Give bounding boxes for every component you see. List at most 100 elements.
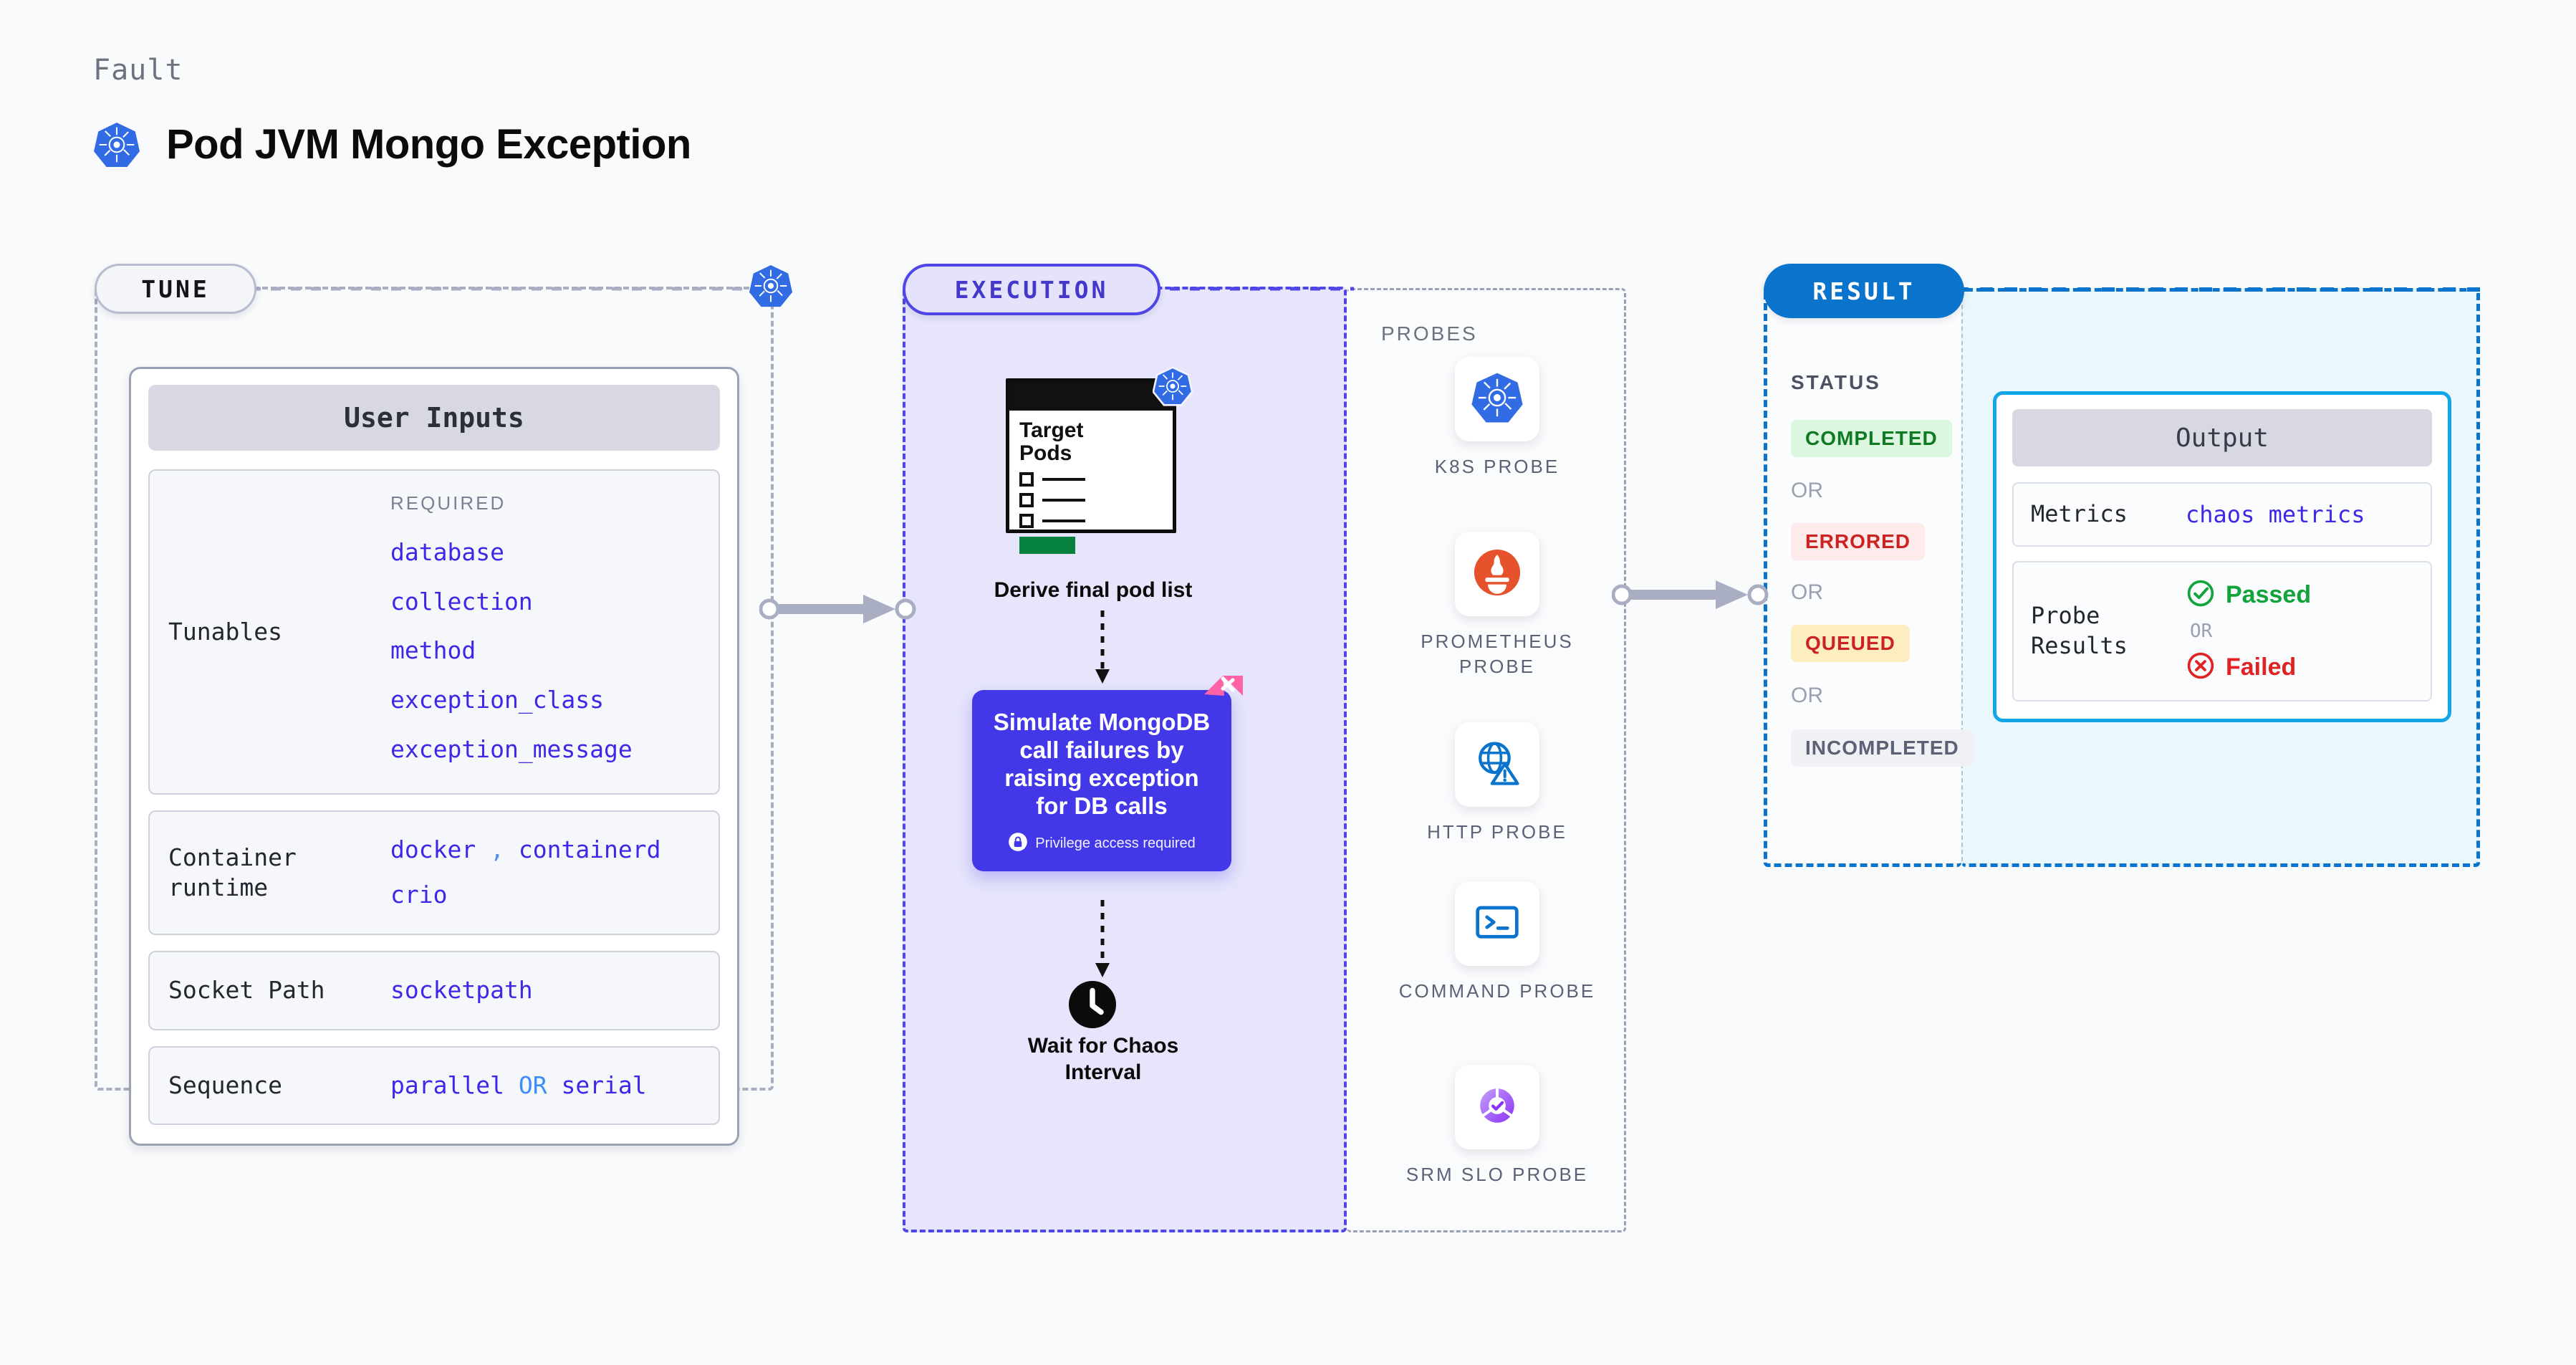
derive-final-pod-list-caption: Derive final pod list (994, 578, 1193, 602)
sequence-separator: OR (518, 1071, 547, 1099)
metrics-value: chaos metrics (2186, 500, 2365, 528)
probe-prometheus[interactable]: PROMETHEUS PROBE (1390, 532, 1605, 679)
result-region (1764, 288, 1961, 867)
connector-tune-to-execution (759, 595, 916, 623)
stage-pill-execution[interactable]: EXECUTION (903, 264, 1160, 315)
probe-tile (1455, 357, 1539, 441)
result-leader-line (1956, 287, 2483, 292)
list-line (1042, 519, 1085, 522)
probe-tile (1455, 1065, 1539, 1149)
status-badge-errored: ERRORED (1791, 523, 1926, 560)
status-or-2: OR (1791, 580, 1823, 604)
stage-pill-result[interactable]: RESULT (1764, 264, 1964, 318)
socket-path-label: Socket Path (168, 976, 325, 1005)
probe-k8s[interactable]: K8S PROBE (1390, 357, 1605, 479)
required-kicker: REQUIRED (390, 492, 506, 514)
checkbox-icon (1019, 492, 1034, 507)
slo-donut-check-icon (1470, 1078, 1524, 1136)
container-runtime-values: docker , containerd crio (390, 828, 661, 917)
status-or-3: OR (1791, 684, 1823, 707)
sequence-row: Sequence parallel OR serial (148, 1045, 720, 1126)
x-circle-icon (2186, 651, 2216, 684)
probe-tile (1455, 722, 1539, 807)
status-or-1: OR (1791, 479, 1823, 502)
status-badge-queued: QUEUED (1791, 625, 1910, 662)
action-node-text: Simulate MongoDB call failures by raisin… (993, 709, 1211, 819)
globe-warning-icon (1470, 736, 1524, 794)
tunable-exception-message: exception_message (390, 734, 633, 763)
stage-pill-tune[interactable]: TUNE (95, 264, 256, 314)
passed-label: Passed (2226, 580, 2312, 608)
failed-label: Failed (2226, 653, 2297, 681)
privilege-text: Privilege access required (1035, 835, 1196, 851)
action-node-simulate-mongodb-failure[interactable]: Simulate MongoDB call failures by raisin… (972, 676, 1243, 871)
probe-label: K8S PROBE (1434, 456, 1560, 477)
status-badge-completed: COMPLETED (1791, 420, 1952, 457)
target-pods-title-line1: Target (1019, 418, 1084, 442)
tunable-collection: collection (390, 587, 533, 616)
arrow-action-to-wait (1095, 900, 1110, 977)
tunable-database: database (390, 538, 504, 566)
target-list-item (1019, 513, 1163, 528)
probe-srm-slo[interactable]: SRM SLO PROBE (1390, 1065, 1605, 1187)
probe-label: SRM SLO PROBE (1405, 1164, 1589, 1185)
sequence-serial: serial (561, 1071, 647, 1099)
runtime-containerd: containerd (518, 835, 661, 864)
execution-leader-line (1150, 287, 1354, 291)
harness-ribbon-icon (1201, 674, 1244, 721)
sequence-label: Sequence (168, 1071, 282, 1099)
terminal-icon (1470, 895, 1524, 953)
probe-result-failed: Failed (2186, 651, 2311, 684)
sequence-parallel: parallel (390, 1071, 504, 1099)
kubernetes-icon (1470, 370, 1524, 428)
list-line (1042, 498, 1085, 502)
connector-execution-to-result (1612, 580, 1769, 609)
wait-caption-line2: Interval (1064, 1060, 1142, 1084)
probe-results-row: Probe Results Passed OR (2012, 560, 2432, 701)
target-pods-title-line2: Pods (1019, 441, 1072, 466)
target-card-topbar (1009, 382, 1173, 411)
socket-path-row: Socket Path socketpath (148, 950, 720, 1030)
probe-command[interactable]: COMMAND PROBE (1390, 881, 1605, 1004)
user-inputs-card: User Inputs Tunables REQUIRED database c… (129, 367, 739, 1146)
arrow-derive-to-action (1095, 610, 1110, 684)
runtime-docker: docker (390, 835, 476, 864)
target-list-item (1019, 492, 1163, 507)
status-badge-incompleted: INCOMPLETED (1791, 729, 1974, 767)
kubernetes-icon (93, 121, 140, 168)
privilege-row: Privilege access required (989, 832, 1214, 856)
tunables-values: REQUIRED database collection method exce… (390, 492, 633, 772)
probe-label: COMMAND PROBE (1398, 980, 1596, 1002)
kubernetes-icon (1152, 366, 1193, 410)
output-card: Output Metrics chaos metrics Probe Resul… (1993, 391, 2451, 722)
check-circle-icon (2186, 578, 2216, 612)
prometheus-icon (1470, 545, 1524, 603)
probe-label: HTTP PROBE (1427, 821, 1567, 843)
probe-http[interactable]: HTTP PROBE (1390, 722, 1605, 845)
container-runtime-row: Container runtime docker , containerd cr… (148, 810, 720, 935)
page-title: Pod JVM Mongo Exception (166, 121, 691, 168)
metrics-label: Metrics (2031, 500, 2128, 527)
clock-icon (1067, 979, 1118, 1034)
page-title-row: Pod JVM Mongo Exception (93, 120, 691, 168)
tunables-row: Tunables REQUIRED database collection me… (148, 469, 720, 795)
sequence-values: parallel OR serial (390, 1063, 647, 1108)
wait-caption-line1: Wait for Chaos (1027, 1034, 1179, 1058)
target-pods-node: Target Pods (1006, 366, 1193, 554)
probe-tile (1455, 532, 1539, 616)
checkbox-icon (1019, 513, 1034, 528)
probes-kicker: PROBES (1381, 322, 1478, 345)
list-line (1042, 477, 1085, 481)
metrics-row: Metrics chaos metrics (2012, 482, 2432, 547)
status-bar-green (1019, 536, 1075, 554)
probe-tile (1455, 881, 1539, 966)
target-pods-card: Target Pods (1006, 366, 1193, 554)
kubernetes-icon (749, 264, 793, 312)
runtime-separator: , (490, 835, 504, 864)
output-card-title: Output (2012, 409, 2432, 466)
probe-label: PROMETHEUS PROBE (1421, 631, 1574, 678)
fault-kicker: Fault (93, 54, 183, 87)
checkbox-icon (1019, 471, 1034, 487)
user-inputs-title: User Inputs (148, 385, 720, 451)
